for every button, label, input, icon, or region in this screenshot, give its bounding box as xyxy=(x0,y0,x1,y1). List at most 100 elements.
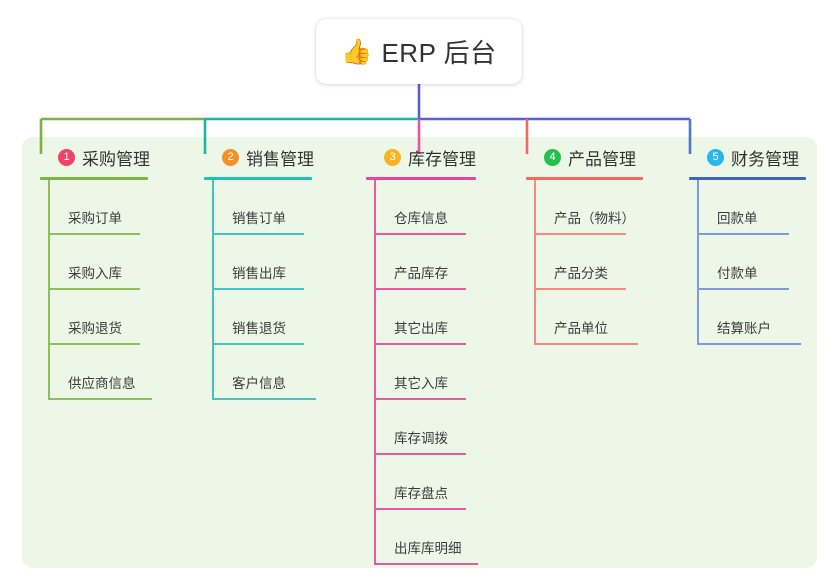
leaf-underline xyxy=(374,563,478,565)
leaf-underline xyxy=(374,453,466,455)
leaf-list-3: 仓库信息产品库存其它出库其它入库库存调拨库存盘点出库库明细 xyxy=(366,180,478,565)
leaf-item[interactable]: 库存盘点 xyxy=(366,455,476,510)
leaf-list-4: 产品（物料） 产品分类产品单位 xyxy=(526,180,643,345)
branch-title-1: 采购管理 xyxy=(82,150,150,169)
leaf-underline xyxy=(48,288,140,290)
branch-header-2[interactable]: 2 销售管理 xyxy=(204,141,314,174)
leaf-list-5: 回款单付款单结算账户 xyxy=(689,180,806,345)
leaf-list-2: 销售订单销售出库销售退货客户信息 xyxy=(204,180,316,400)
leaf-underline xyxy=(212,233,304,235)
leaf-connector xyxy=(48,345,50,400)
leaf-label: 其它入库 xyxy=(394,376,448,391)
leaf-label: 结算账户 xyxy=(717,321,771,336)
leaf-item[interactable]: 产品库存 xyxy=(366,235,476,290)
leaf-connector xyxy=(374,345,376,400)
leaf-label: 产品（物料） xyxy=(554,211,635,226)
leaf-underline xyxy=(534,343,638,345)
leaf-underline xyxy=(697,233,789,235)
leaf-item[interactable]: 结算账户 xyxy=(689,290,806,345)
branch-underline-4 xyxy=(526,177,643,180)
leaf-connector xyxy=(48,235,50,290)
leaf-label: 采购订单 xyxy=(68,211,122,226)
leaf-label: 采购退货 xyxy=(68,321,122,336)
leaf-underline xyxy=(697,343,801,345)
leaf-connector xyxy=(212,180,214,235)
leaf-item[interactable]: 出库库明细 xyxy=(366,510,478,565)
branch-badge-5: 5 xyxy=(707,149,724,166)
leaf-underline xyxy=(48,233,140,235)
leaf-label: 产品分类 xyxy=(554,266,608,281)
branch-underline-5 xyxy=(689,177,806,180)
leaf-label: 销售出库 xyxy=(232,266,286,281)
leaf-underline xyxy=(534,233,626,235)
branch-header-5[interactable]: 5 财务管理 xyxy=(689,141,806,174)
leaf-item[interactable]: 库存调拨 xyxy=(366,400,476,455)
leaf-label: 出库库明细 xyxy=(394,541,462,556)
leaf-item[interactable]: 客户信息 xyxy=(204,345,316,400)
leaf-label: 销售订单 xyxy=(232,211,286,226)
leaf-connector xyxy=(374,180,376,235)
leaf-underline xyxy=(48,343,140,345)
leaf-label: 其它出库 xyxy=(394,321,448,336)
leaf-connector xyxy=(534,180,536,235)
branch-badge-2: 2 xyxy=(222,149,239,166)
leaf-connector xyxy=(374,455,376,510)
branch-underline-2 xyxy=(204,177,312,180)
leaf-item[interactable]: 采购退货 xyxy=(40,290,148,345)
leaf-connector xyxy=(697,235,699,290)
leaf-label: 付款单 xyxy=(717,266,758,281)
leaf-underline xyxy=(48,398,152,400)
leaf-item[interactable]: 仓库信息 xyxy=(366,180,476,235)
leaf-item[interactable]: 产品（物料） xyxy=(526,180,643,235)
branch-title-3: 库存管理 xyxy=(408,150,476,169)
branch-column-3: 3 库存管理仓库信息产品库存其它出库其它入库库存调拨库存盘点出库库明细 xyxy=(366,141,478,565)
root-node[interactable]: 👍 ERP 后台 xyxy=(316,19,522,84)
branch-title-4: 产品管理 xyxy=(568,150,636,169)
leaf-connector xyxy=(374,510,376,565)
leaf-connector xyxy=(212,235,214,290)
leaf-item[interactable]: 产品单位 xyxy=(526,290,643,345)
leaf-label: 仓库信息 xyxy=(394,211,448,226)
leaf-item[interactable]: 销售出库 xyxy=(204,235,312,290)
leaf-label: 采购入库 xyxy=(68,266,122,281)
leaf-item[interactable]: 销售订单 xyxy=(204,180,312,235)
leaf-underline xyxy=(212,398,316,400)
leaf-label: 库存调拨 xyxy=(394,431,448,446)
leaf-underline xyxy=(374,343,466,345)
leaf-item[interactable]: 采购入库 xyxy=(40,235,148,290)
leaf-connector xyxy=(697,180,699,235)
leaf-underline xyxy=(374,233,466,235)
leaf-connector xyxy=(374,400,376,455)
leaf-item[interactable]: 回款单 xyxy=(689,180,806,235)
branch-title-2: 销售管理 xyxy=(246,150,314,169)
branch-badge-3: 3 xyxy=(384,149,401,166)
branch-title-5: 财务管理 xyxy=(731,150,799,169)
leaf-item[interactable]: 其它出库 xyxy=(366,290,476,345)
thumbs-up-icon: 👍 xyxy=(341,37,373,66)
leaf-underline xyxy=(212,288,304,290)
leaf-connector xyxy=(48,290,50,345)
leaf-underline xyxy=(697,288,789,290)
leaf-connector xyxy=(534,290,536,345)
leaf-label: 销售退货 xyxy=(232,321,286,336)
leaf-item[interactable]: 供应商信息 xyxy=(40,345,152,400)
branch-column-5: 5 财务管理回款单付款单结算账户 xyxy=(689,141,806,345)
leaf-list-1: 采购订单采购入库采购退货供应商信息 xyxy=(40,180,152,400)
leaf-underline xyxy=(374,398,466,400)
leaf-underline xyxy=(374,288,466,290)
branch-header-3[interactable]: 3 库存管理 xyxy=(366,141,476,174)
leaf-item[interactable]: 销售退货 xyxy=(204,290,312,345)
leaf-item[interactable]: 产品分类 xyxy=(526,235,643,290)
branch-underline-3 xyxy=(366,177,476,180)
leaf-label: 产品单位 xyxy=(554,321,608,336)
leaf-label: 供应商信息 xyxy=(68,376,136,391)
root-node-title: ERP 后台 xyxy=(381,38,497,68)
leaf-connector xyxy=(697,290,699,345)
leaf-item[interactable]: 采购订单 xyxy=(40,180,148,235)
leaf-item[interactable]: 其它入库 xyxy=(366,345,476,400)
leaf-item[interactable]: 付款单 xyxy=(689,235,806,290)
